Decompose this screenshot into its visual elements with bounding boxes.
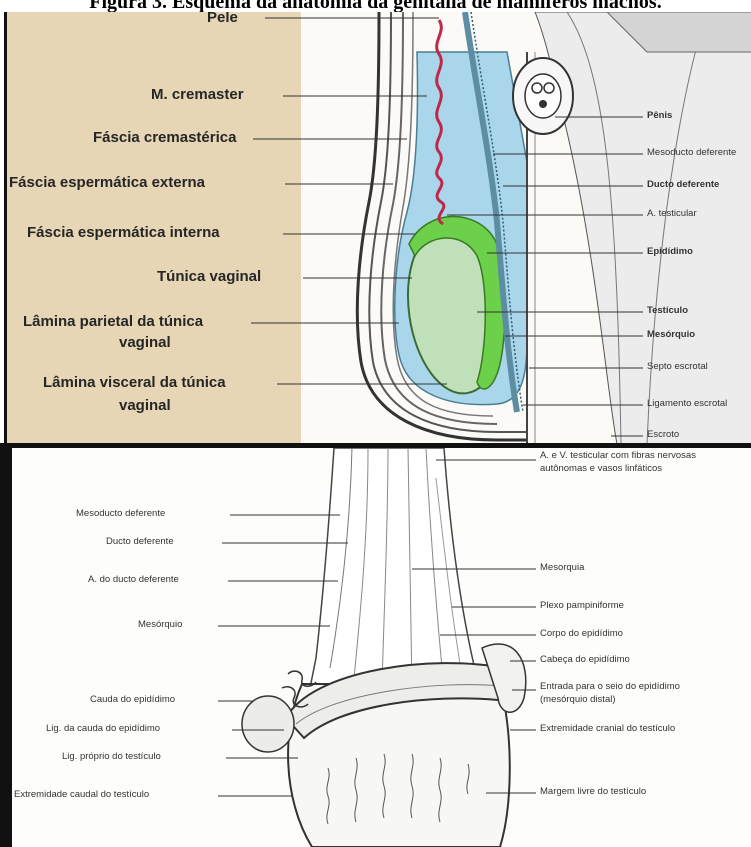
label-extremidade-caudal: Extremidade caudal do testículo <box>14 789 149 800</box>
label-a-e-v-testicular: A. e V. testicular com fibras nervosas <box>540 450 696 461</box>
label-lamina-parietal-line2: vaginal <box>119 334 171 351</box>
label-penis: Pênis <box>647 110 672 121</box>
label-corpo-do-epididimo: Corpo do epidídimo <box>540 628 623 639</box>
label-epididimo: Epidídimo <box>647 246 693 257</box>
label-ducto-deferente-top: Ducto deferente <box>647 179 719 190</box>
label-ligamento-escrotal: Ligamento escrotal <box>647 398 727 409</box>
label-entrada-seio-epididimo-line2: (mesórquio distal) <box>540 694 616 705</box>
label-lamina-parietal: Lâmina parietal da túnica <box>23 313 203 330</box>
label-fascia-espermatica-externa: Fáscia espermática externa <box>9 174 205 191</box>
scrotum-cross-section-panel: Pele M. cremaster Fáscia cremastérica Fá… <box>4 12 751 444</box>
label-margem-livre: Margem livre do testículo <box>540 786 646 797</box>
label-fascia-espermatica-interna: Fáscia espermática interna <box>27 224 220 241</box>
label-m-cremaster: M. cremaster <box>151 86 244 103</box>
testis-external-view-panel: Mesoducto deferente Ducto deferente A. d… <box>0 448 751 847</box>
label-a-e-v-testicular-line2: autônomas e vasos linfáticos <box>540 463 662 474</box>
label-cabeca-do-epididimo: Cabeça do epidídimo <box>540 654 630 665</box>
label-entrada-seio-epididimo: Entrada para o seio do epidídimo <box>540 681 680 692</box>
label-mesorquia: Mesorquia <box>540 562 584 573</box>
label-lig-proprio-do-testiculo: Lig. próprio do testículo <box>62 751 161 762</box>
label-pele: Pele <box>207 12 238 26</box>
label-lamina-visceral: Lâmina visceral da túnica <box>43 374 226 391</box>
label-testiculo: Testículo <box>647 305 688 316</box>
label-ducto-deferente-bottom: Ducto deferente <box>106 536 174 547</box>
label-a-do-ducto-deferente: A. do ducto deferente <box>88 574 179 585</box>
label-cauda-do-epididimo: Cauda do epidídimo <box>90 694 175 705</box>
label-extremidade-cranial: Extremidade cranial do testículo <box>540 723 675 734</box>
label-mesorquio-bottom: Mesórquio <box>138 619 182 630</box>
label-a-testicular: A. testicular <box>647 208 697 219</box>
label-septo-escrotal: Septo escrotal <box>647 361 708 372</box>
label-tunica-vaginal: Túnica vaginal <box>157 268 261 285</box>
label-lig-da-cauda-do-epididimo: Lig. da cauda do epidídimo <box>46 723 160 734</box>
label-plexo-pampiniforme: Plexo pampiniforme <box>540 600 624 611</box>
label-lamina-visceral-line2: vaginal <box>119 397 171 414</box>
label-mesoducto-deferente-bottom: Mesoducto deferente <box>76 508 165 519</box>
label-fascia-cremasterica: Fáscia cremastérica <box>93 129 236 146</box>
label-mesorquio-top: Mesórquio <box>647 329 695 340</box>
label-escroto: Escroto <box>647 429 679 440</box>
label-mesoducto-deferente-top: Mesoducto deferente <box>647 147 736 158</box>
